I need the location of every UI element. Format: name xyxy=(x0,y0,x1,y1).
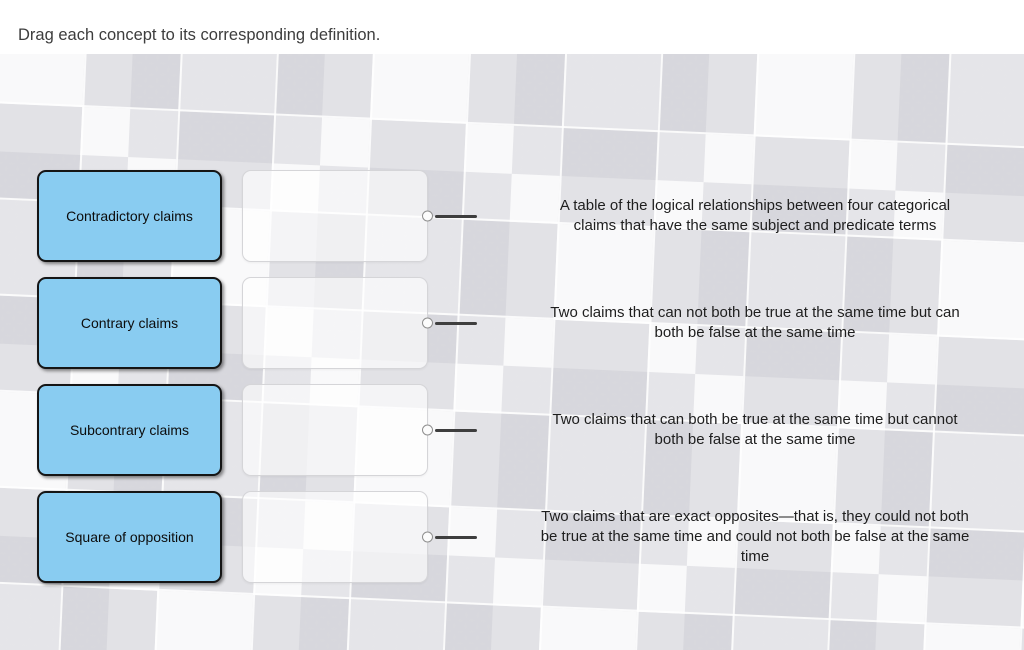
drop-slot[interactable] xyxy=(242,277,433,369)
definition-line: be true at the same time and could not b… xyxy=(540,528,970,545)
definition-text: Two claims that can not both be true at … xyxy=(491,303,1019,343)
definition-line: time xyxy=(740,548,770,565)
connector-circle-icon xyxy=(422,210,433,222)
definition-line: Two claims that are exact opposites—that… xyxy=(541,508,969,525)
definition-line: Two claims that can both be true at the … xyxy=(552,411,958,428)
concept-card-contrary-claims[interactable]: Contrary claims xyxy=(37,277,222,369)
match-row: Square of opposition Two claims that are… xyxy=(37,491,1019,583)
connector-circle-icon xyxy=(422,424,433,436)
definition-line: both be false at the same time xyxy=(654,431,856,448)
definition-text: A table of the logical relationships bet… xyxy=(491,196,1019,236)
match-row: Contrary claims Two claims that can not … xyxy=(37,277,1019,369)
definition-text: Two claims that are exact opposites—that… xyxy=(491,507,1019,567)
concept-card-subcontrary-claims[interactable]: Subcontrary claims xyxy=(37,384,222,476)
connector-circle-icon xyxy=(422,317,433,329)
match-rows: Contradictory claims A table of the logi… xyxy=(37,170,1019,598)
drop-slot[interactable] xyxy=(242,384,433,476)
definition-line: A table of the logical relationships bet… xyxy=(559,197,951,214)
drop-slot[interactable] xyxy=(242,491,433,583)
connector-circle-icon xyxy=(422,531,433,543)
drop-slot[interactable] xyxy=(242,170,433,262)
match-row: Subcontrary claims Two claims that can b… xyxy=(37,384,1019,476)
connector-line xyxy=(435,535,477,539)
definition-text: Two claims that can both be true at the … xyxy=(491,410,1019,450)
definition-line: Two claims that can not both be true at … xyxy=(550,304,960,321)
concept-card-square-of-opposition[interactable]: Square of opposition xyxy=(37,491,222,583)
connector-line xyxy=(435,428,477,432)
definition-line: both be false at the same time xyxy=(654,324,856,341)
match-row: Contradictory claims A table of the logi… xyxy=(37,170,1019,262)
definition-line: claims that have the same subject and pr… xyxy=(573,217,937,234)
instruction-text: Drag each concept to its corresponding d… xyxy=(18,26,381,44)
connector-line xyxy=(435,214,477,218)
connector-line xyxy=(435,321,477,325)
concept-card-contradictory-claims[interactable]: Contradictory claims xyxy=(37,170,222,262)
